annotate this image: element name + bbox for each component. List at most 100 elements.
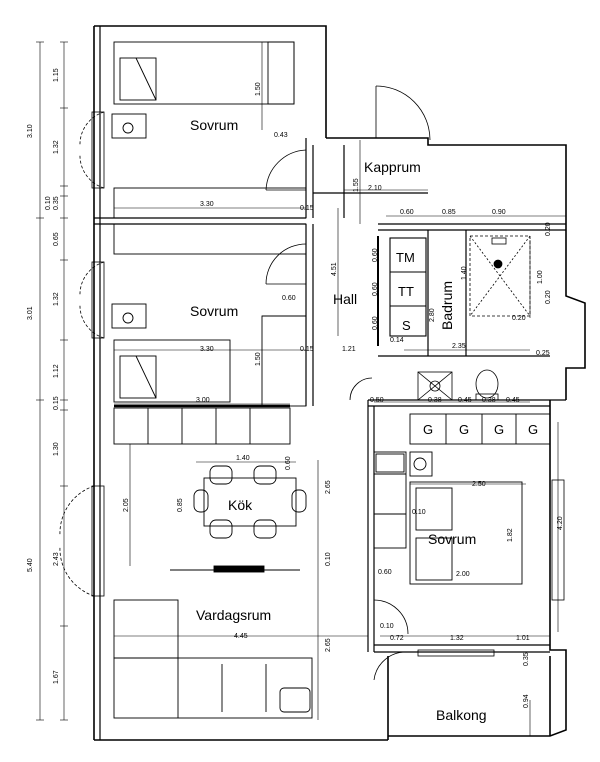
kitchen-right-counter (373, 451, 433, 549)
dim-left-inner-7: 1.12 (53, 364, 60, 378)
dim-left-inner-2: 1.32 (53, 140, 60, 154)
wardrobe-top (113, 187, 307, 219)
dim-060f: 0.60 (285, 456, 292, 470)
dim-420: 4.20 (557, 516, 564, 530)
dim-300: 3.00 (196, 397, 210, 404)
dim-101: 1.01 (516, 635, 530, 642)
label-s: S (402, 318, 411, 333)
dim-020a: 0.20 (545, 222, 552, 236)
dim-265a: 2.65 (325, 480, 332, 494)
cabinets-g (409, 413, 551, 445)
dim-330b: 3.30 (200, 346, 214, 353)
dim-left-inner-5: 0.65 (53, 232, 60, 246)
dim-014: 0.14 (390, 337, 404, 344)
dim-121: 1.21 (342, 346, 356, 353)
kitchen-counter (113, 407, 291, 445)
dim-left-inner-3: 0.10 (45, 196, 52, 210)
dim-200: 2.00 (456, 571, 470, 578)
dim-060a: 0.60 (400, 209, 414, 216)
dim-085b: 0.85 (177, 498, 184, 512)
dining-table (193, 465, 307, 539)
dim-020c: 0.20 (512, 315, 526, 322)
dim-left-inner-11: 1.67 (53, 670, 60, 684)
hall-cabinet (377, 236, 427, 346)
bed-top (113, 41, 295, 105)
dim-010c: 0.10 (380, 623, 394, 630)
room-label-sovrum-mid: Sovrum (190, 303, 238, 319)
label-g-1: G (423, 422, 433, 437)
dim-265b: 2.65 (325, 638, 332, 652)
dim-090: 0.90 (492, 209, 506, 216)
windows (91, 111, 565, 657)
dim-left-outer-3: 5.40 (27, 558, 34, 572)
dim-045a: 0.45 (458, 397, 472, 404)
dim-035: 0.35 (523, 652, 530, 666)
dim-left-outer-2: 3.01 (27, 306, 34, 320)
dim-132: 1.32 (450, 635, 464, 642)
bed-mid (113, 315, 307, 407)
dim-left-inner-10: 2.43 (53, 552, 60, 566)
dim-015b: 0.15 (300, 346, 314, 353)
dim-210: 2.10 (368, 185, 382, 192)
dim-205: 2.05 (123, 498, 130, 512)
dim-250: 2.50 (472, 481, 486, 488)
dim-150a: 1.50 (255, 82, 262, 96)
dim-235: 2.35 (452, 343, 466, 350)
label-g-3: G (494, 422, 504, 437)
dim-150b: 1.50 (255, 352, 262, 366)
dim-left-inner-9: 1.30 (53, 442, 60, 456)
dim-038b: 0.38 (482, 397, 496, 404)
label-tt: TT (398, 284, 414, 299)
room-label-badrum: Badrum (439, 281, 455, 330)
dim-280: 2.80 (429, 308, 436, 322)
dim-445: 4.45 (234, 633, 248, 640)
shower (469, 235, 531, 317)
sink-top (111, 113, 147, 139)
label-tm: TM (396, 250, 415, 265)
room-label-sovrum-right: Sovrum (428, 531, 476, 547)
left-outer-dims: 3.10 3.01 5.40 (27, 124, 34, 572)
dim-155: 1.55 (353, 178, 360, 192)
sink-mid (111, 303, 147, 329)
dim-060d: 0.60 (372, 316, 379, 330)
outer-walls (93, 25, 586, 741)
dim-060b: 0.60 (372, 248, 379, 262)
interior-walls (94, 26, 566, 740)
dimension-labels: 1.50 0.43 3.30 0.15 1.55 2.10 0.60 0.85 … (123, 82, 564, 708)
tv-bench (170, 565, 300, 573)
dim-100: 1.00 (537, 270, 544, 284)
dimension-lines (36, 41, 566, 736)
bed-right (409, 481, 523, 585)
room-label-hall: Hall (333, 291, 357, 307)
dim-025: 0.25 (536, 350, 550, 357)
sofa (113, 599, 313, 719)
dim-038a: 0.38 (428, 397, 442, 404)
dim-045b: 0.45 (506, 397, 520, 404)
room-label-vardagsrum: Vardagsrum (196, 607, 271, 623)
dim-060e: 0.60 (282, 295, 296, 302)
label-g-4: G (528, 422, 538, 437)
dim-330a: 3.30 (200, 201, 214, 208)
dim-050: 0.50 (370, 397, 384, 404)
door-swings (59, 85, 431, 681)
toilet (475, 369, 499, 401)
dim-043: 0.43 (274, 132, 288, 139)
washbasin (417, 371, 453, 401)
dim-left-inner-4: 0.35 (53, 196, 60, 210)
dim-left-inner-8: 0.15 (53, 396, 60, 410)
dim-010b: 0.10 (325, 552, 332, 566)
dim-140a: 1.40 (461, 266, 468, 280)
dim-left-inner-6: 1.32 (53, 292, 60, 306)
room-label-kapprum: Kapprum (364, 159, 421, 175)
dim-072: 0.72 (390, 635, 404, 642)
left-inner-dims: 1.15 1.32 0.10 0.35 0.65 1.32 1.12 0.15 … (45, 68, 60, 684)
dim-020b: 0.20 (545, 290, 552, 304)
wardrobe-mid (113, 223, 307, 255)
room-label-sovrum-top: Sovrum (190, 117, 238, 133)
room-label-balkong: Balkong (436, 707, 487, 723)
cabinet-labels: TM TT S G G G G (396, 250, 538, 437)
dim-094: 0.94 (523, 694, 530, 708)
label-g-2: G (459, 422, 469, 437)
dim-140b: 1.40 (236, 455, 250, 462)
